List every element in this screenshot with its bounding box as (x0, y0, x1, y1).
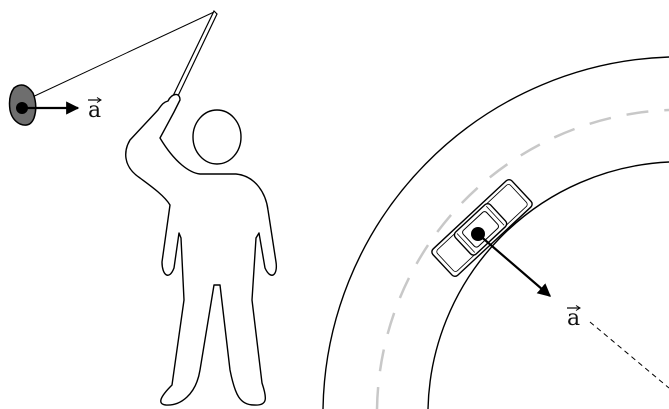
road-lane-divider (377, 110, 669, 409)
road-scene: a (323, 57, 669, 409)
sling-stick (173, 11, 217, 98)
sling-string (26, 12, 214, 100)
person (126, 94, 277, 405)
car-acceleration-arrow (478, 234, 550, 296)
rock-acceleration-label: a (88, 98, 101, 123)
person-head (193, 110, 241, 164)
curve-center-guide (590, 322, 669, 388)
car (430, 178, 534, 278)
car-acceleration-label: a (567, 306, 580, 331)
sling-scene: a (10, 11, 277, 405)
